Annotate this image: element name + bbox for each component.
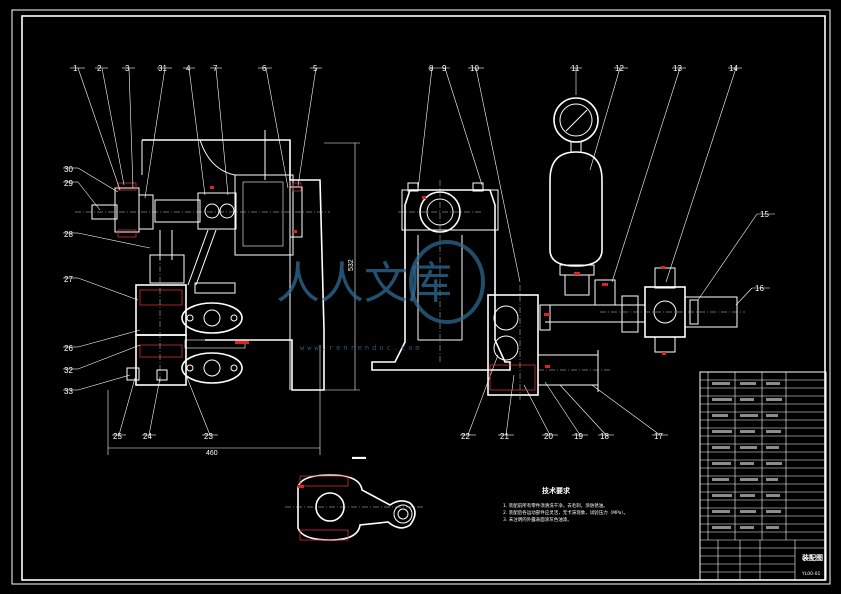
title-block — [699, 371, 827, 581]
part-label-1: 1 — [73, 64, 78, 73]
left-view-pump — [75, 130, 360, 455]
part-label-17: 17 — [654, 432, 663, 441]
part-label-8: 8 — [429, 64, 434, 73]
watermark-logo — [409, 240, 485, 324]
tech-requirements-line-1: 1. 装配前所有零件须清洗干净，去毛刺，涂防锈油。 — [503, 502, 608, 509]
title-block-code: YL00-01 — [801, 571, 820, 577]
part-label-22: 22 — [461, 432, 470, 441]
part-label-10: 10 — [470, 64, 479, 73]
dimension-width: 460 — [206, 450, 218, 457]
part-label-30: 30 — [64, 165, 73, 174]
part-label-27: 27 — [64, 275, 73, 284]
part-label-28: 28 — [64, 230, 73, 239]
part-label-18: 18 — [600, 432, 609, 441]
part-label-25: 25 — [113, 432, 122, 441]
part-label-3: 3 — [125, 64, 130, 73]
part-label-24: 24 — [143, 432, 152, 441]
tech-requirements-line-2: 2. 装配后各运动部件应灵活，无卡滞现象，试验压力（MPa）。 — [503, 509, 628, 516]
leader-lines-right — [417, 67, 775, 436]
part-label-29: 29 — [64, 179, 73, 188]
watermark-url: www.renrendoc.com — [300, 344, 423, 352]
part-label-7: 7 — [213, 64, 218, 73]
part-label-15: 15 — [760, 210, 769, 219]
middle-view-bracket — [371, 180, 511, 371]
part-label-4: 4 — [186, 64, 191, 73]
part-label-14: 14 — [729, 64, 738, 73]
part-label-5: 5 — [313, 64, 318, 73]
section-detail-crank: ▬▬ — [285, 454, 425, 541]
tech-requirements-line-3: 3. 未注明的外露表面涂灰色油漆。 — [503, 516, 572, 523]
svg-text:▬▬: ▬▬ — [352, 454, 366, 461]
dimension-height: 532 — [348, 259, 355, 271]
tech-requirements-title: 技术要求 — [542, 486, 571, 495]
part-label-11: 11 — [571, 64, 580, 73]
part-label-19: 19 — [574, 432, 583, 441]
inner-frame — [21, 15, 826, 581]
part-label-33: 33 — [64, 387, 73, 396]
part-label-13: 13 — [673, 64, 682, 73]
part-label-31: 31 — [158, 64, 167, 73]
part-label-16: 16 — [755, 284, 764, 293]
part-label-9: 9 — [442, 64, 447, 73]
part-label-6: 6 — [262, 64, 267, 73]
part-label-20: 20 — [544, 432, 553, 441]
part-label-32: 32 — [64, 366, 73, 375]
title-block-name: 装配图 — [801, 553, 823, 562]
watermark-text: 人人文库 — [276, 258, 452, 309]
part-label-12: 12 — [615, 64, 624, 73]
part-label-21: 21 — [500, 432, 509, 441]
outer-frame — [11, 9, 831, 585]
part-label-2: 2 — [97, 64, 102, 73]
leader-lines-left — [63, 67, 322, 436]
part-label-26: 26 — [64, 344, 73, 353]
part-label-23: 23 — [204, 432, 213, 441]
right-view-valves — [487, 97, 745, 400]
